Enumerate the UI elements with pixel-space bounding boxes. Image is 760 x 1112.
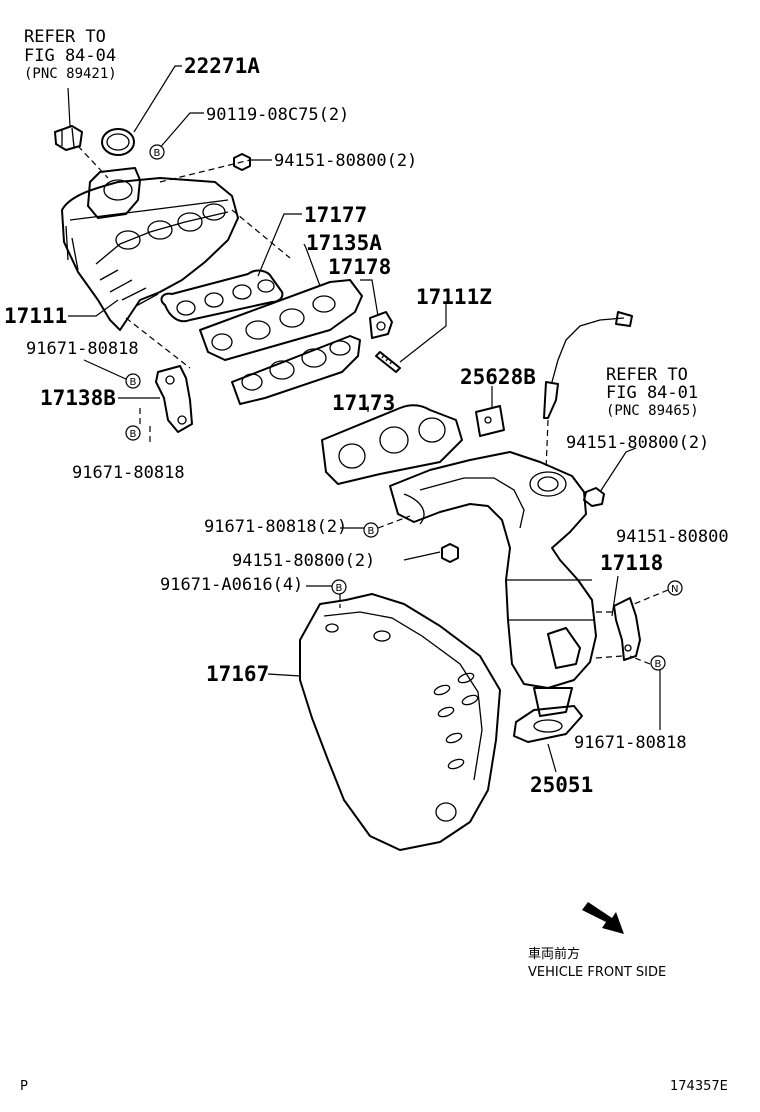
label-17118: 17118 xyxy=(600,551,663,575)
leader-connector xyxy=(77,145,109,179)
label-91671-a0616: 91671-A0616(4) xyxy=(160,575,303,595)
leader-17135A xyxy=(303,243,321,287)
label-17167: 17167 xyxy=(206,662,269,686)
vehicle-front-label-en: VEHICLE FRONT SIDE xyxy=(528,965,666,980)
label-91671-d: 91671-80818 xyxy=(574,733,687,753)
svg-text:B: B xyxy=(154,148,161,159)
leader-90119 xyxy=(157,112,204,151)
leader-17111Z xyxy=(399,304,447,363)
label-17111Z: 17111Z xyxy=(416,285,492,309)
leader-dash-b6 xyxy=(629,655,651,665)
label-94151-top: 94151-80800(2) xyxy=(274,151,417,171)
leader-22271A xyxy=(133,65,182,133)
ref-84-04-line3: (PNC 89421) xyxy=(24,66,117,82)
vehicle-front-arrow-icon xyxy=(582,902,624,934)
badge-b-4: B xyxy=(363,522,379,538)
ref-84-01-line2: FIG 84-01 xyxy=(606,383,698,403)
label-17135A: 17135A xyxy=(306,231,382,255)
vehicle-front-label-jp: 車両前方 xyxy=(528,946,580,962)
stud-17111Z-drawing xyxy=(375,351,401,373)
leader-sensor xyxy=(545,419,549,471)
svg-text:B: B xyxy=(368,526,375,537)
label-94151-single: 94151-80800 xyxy=(616,527,729,547)
leader-91671-a xyxy=(83,359,129,381)
label-17138B: 17138B xyxy=(40,386,116,410)
svg-text:B: B xyxy=(655,659,662,670)
heat-shield-17167-drawing xyxy=(299,593,501,851)
gasket-17173-drawing xyxy=(321,404,463,485)
sensor-connector-drawing xyxy=(54,87,83,151)
bracket-17178-drawing xyxy=(369,311,393,339)
svg-text:B: B xyxy=(130,377,137,388)
intake-manifold-17111-drawing xyxy=(61,167,239,331)
bracket-25628B-drawing xyxy=(475,405,505,437)
label-17177: 17177 xyxy=(304,203,367,227)
leader-dash-91671-c xyxy=(377,515,411,529)
label-17173: 17173 xyxy=(332,391,395,415)
label-22271A: 22271A xyxy=(184,54,260,78)
nut-top-drawing xyxy=(233,153,251,171)
badge-b-3: B xyxy=(125,425,141,441)
gasket-second-layer-drawing xyxy=(231,335,361,405)
svg-text:N: N xyxy=(671,584,678,595)
bracket-17138B-drawing xyxy=(155,365,193,433)
label-94151-mid: 94151-80800(2) xyxy=(232,551,375,571)
ref-84-01-line3: (PNC 89465) xyxy=(606,403,699,419)
leader-17118 xyxy=(611,575,619,617)
badge-b-5: B xyxy=(331,579,347,595)
leader-17111 xyxy=(68,299,119,317)
label-17178: 17178 xyxy=(328,255,391,279)
svg-text:B: B xyxy=(130,429,137,440)
nut-right-drawing xyxy=(583,487,605,507)
exhaust-manifold-25051-drawing xyxy=(389,451,597,743)
insulator-17135A-drawing xyxy=(199,279,363,361)
badge-n: N xyxy=(667,580,683,596)
oxygen-sensor-drawing xyxy=(543,311,633,419)
badge-b-6: B xyxy=(650,655,666,671)
label-25628B: 25628B xyxy=(460,365,536,389)
gasket-ring-22271A-drawing xyxy=(101,128,135,156)
badge-b-1: B xyxy=(149,144,165,160)
footer-page-mark: P xyxy=(20,1079,28,1094)
leader-17167 xyxy=(267,673,301,677)
ref-84-01-line1: REFER TO xyxy=(606,365,688,385)
leader-dash-2 xyxy=(231,209,291,259)
leader-17178 xyxy=(360,279,379,317)
ref-84-04-line2: FIG 84-04 xyxy=(24,46,116,66)
label-25051: 25051 xyxy=(530,773,593,797)
label-90119-08C75: 90119-08C75(2) xyxy=(206,105,349,125)
leader-94151-right xyxy=(599,447,637,493)
footer-illustration-id: 174357E xyxy=(670,1079,728,1094)
nut-mid-drawing xyxy=(441,543,459,563)
label-91671-b: 91671-80818 xyxy=(72,463,185,483)
leader-94151-mid xyxy=(403,551,441,561)
label-91671-a: 91671-80818 xyxy=(26,339,139,359)
badge-b-2: B xyxy=(125,373,141,389)
bracket-17118-drawing xyxy=(613,597,641,661)
leader-17177 xyxy=(257,213,302,277)
label-91671-c: 91671-80818(2) xyxy=(204,517,347,537)
label-17111: 17111 xyxy=(4,304,67,328)
leader-dash-3 xyxy=(125,317,191,369)
leader-dash-17118 xyxy=(595,611,623,659)
leader-dash-n xyxy=(633,589,669,605)
gasket-17177-drawing xyxy=(160,269,284,323)
ref-84-04-line1: REFER TO xyxy=(24,27,106,47)
svg-text:B: B xyxy=(336,583,343,594)
label-94151-right: 94151-80800(2) xyxy=(566,433,709,453)
leader-25051 xyxy=(547,743,557,773)
leader-dash-1 xyxy=(159,159,251,183)
